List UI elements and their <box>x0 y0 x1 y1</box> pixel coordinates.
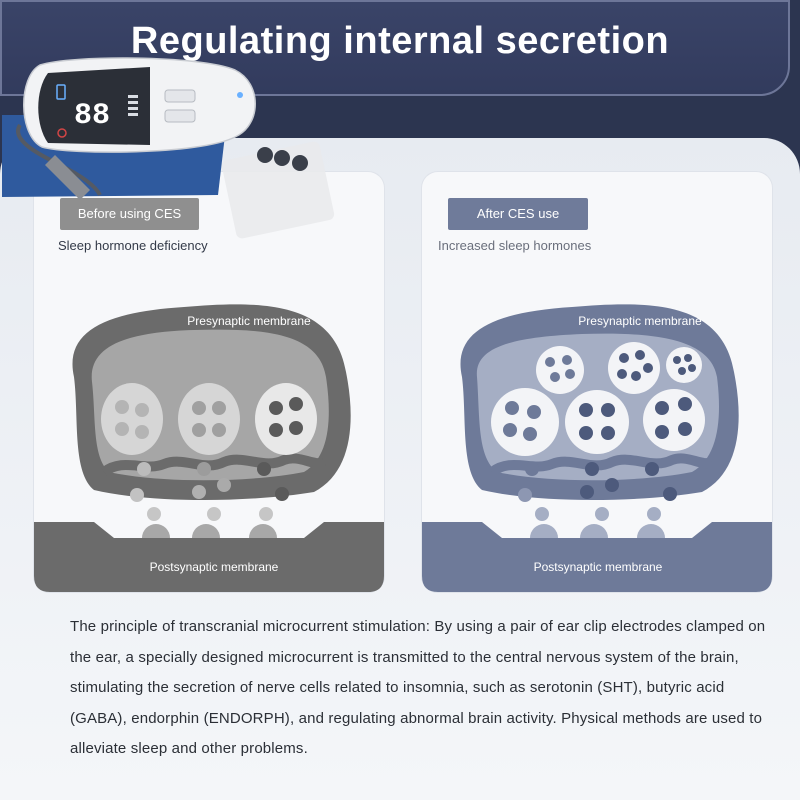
after-neurotransmitters <box>518 462 677 502</box>
description-text: The principle of transcranial microcurre… <box>70 618 766 757</box>
battery-icon <box>56 84 66 100</box>
after-receptors <box>530 524 665 538</box>
device-display: 88 <box>74 99 110 133</box>
before-postsynaptic-label: Postsynaptic membrane <box>150 560 279 574</box>
after-postsynaptic-label: Postsynaptic membrane <box>534 560 663 574</box>
before-receptors <box>142 524 277 538</box>
device-button-up <box>164 89 196 103</box>
device-dot-icon <box>237 92 243 98</box>
ear-clip-icon <box>45 155 90 200</box>
before-label: Before using CES <box>60 198 199 230</box>
before-subtitle: Sleep hormone deficiency <box>58 238 208 253</box>
after-synapse-diagram: Presynaptic membrane Postsynaptic membra… <box>422 304 772 592</box>
before-card: Before using CES Sleep hormone deficienc… <box>34 172 384 592</box>
after-label: After CES use <box>448 198 588 230</box>
before-vesicles <box>101 383 317 455</box>
before-presynaptic-label: Presynaptic membrane <box>187 314 311 328</box>
electrode-pads-icon <box>257 147 308 171</box>
before-vesicle-2 <box>178 383 240 455</box>
after-vesicles <box>491 342 705 456</box>
after-presynaptic-label: Presynaptic membrane <box>578 314 702 328</box>
after-card: After CES use Increased sleep hormones <box>422 172 772 592</box>
device-button-down <box>164 109 196 123</box>
power-icon <box>57 128 67 138</box>
before-synapse-diagram: Presynaptic membrane Postsynaptic membra… <box>34 304 384 592</box>
device-screen <box>38 67 150 145</box>
before-postsynaptic-membrane <box>34 522 384 592</box>
after-subtitle: Increased sleep hormones <box>438 238 592 253</box>
before-vesicle-3 <box>255 383 317 455</box>
after-postsynaptic-membrane <box>422 522 772 592</box>
page-title: Regulating internal secretion <box>130 20 670 62</box>
before-neurotransmitters <box>130 462 289 502</box>
ces-device-illustration: 88 <box>2 57 335 239</box>
before-vesicle-1 <box>101 383 163 455</box>
signal-bars-icon <box>128 95 138 116</box>
